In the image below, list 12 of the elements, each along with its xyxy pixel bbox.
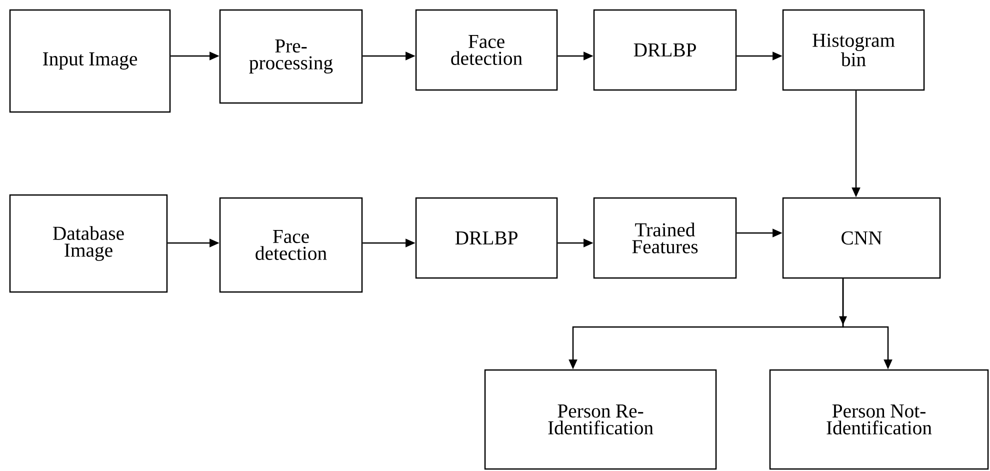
process-box: DRLBP — [415, 197, 558, 279]
process-box: Person Re- Identification — [484, 369, 717, 470]
process-box: Pre- processing — [219, 9, 363, 104]
process-box: Face detection — [415, 9, 558, 91]
process-box: Input Image — [9, 9, 171, 113]
process-box: Person Not- Identification — [769, 369, 989, 470]
process-box: Histogram bin — [782, 9, 925, 91]
process-box: DRLBP — [593, 9, 737, 91]
process-box: Face detection — [219, 197, 363, 293]
process-box: CNN — [782, 197, 941, 279]
process-box: Database Image — [9, 194, 168, 293]
process-box: Trained Features — [593, 197, 737, 279]
